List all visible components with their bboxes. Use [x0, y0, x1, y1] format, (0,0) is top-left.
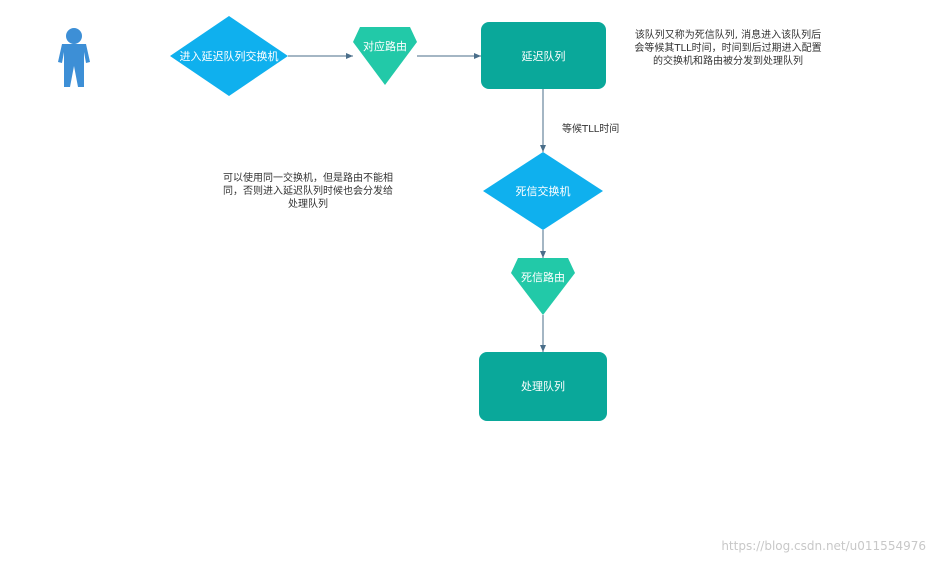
dead-exchange-label: 死信交换机	[515, 185, 571, 198]
dead-route-gem	[511, 258, 575, 315]
dead-exchange-diamond	[483, 152, 603, 230]
delay-queue-box	[481, 22, 606, 89]
watermark: https://blog.csdn.net/u011554976	[721, 539, 926, 553]
delay-exchange-diamond	[170, 16, 288, 96]
process-queue-box	[479, 352, 607, 421]
actor-icon	[58, 28, 90, 87]
note-same-exchange: 可以使用同一交换机，但是路由不能相同，否则进入延迟队列时候也会分发给处理队列	[223, 173, 393, 210]
process-queue-label: 处理队列	[521, 380, 565, 393]
edge-label-wait-ttl: 等候TLL时间	[562, 124, 620, 135]
note-dead-letter-queue: 该队列又称为死信队列, 消息进入该队列后会等候其TLL时间，时间到后过期进入配置…	[634, 30, 822, 67]
route-gem	[353, 27, 417, 85]
delay-queue-label: 延迟队列	[521, 50, 566, 63]
dead-route-label: 死信路由	[521, 271, 565, 284]
route-label: 对应路由	[363, 40, 407, 53]
delay-exchange-label: 进入延迟队列交换机	[179, 50, 279, 63]
